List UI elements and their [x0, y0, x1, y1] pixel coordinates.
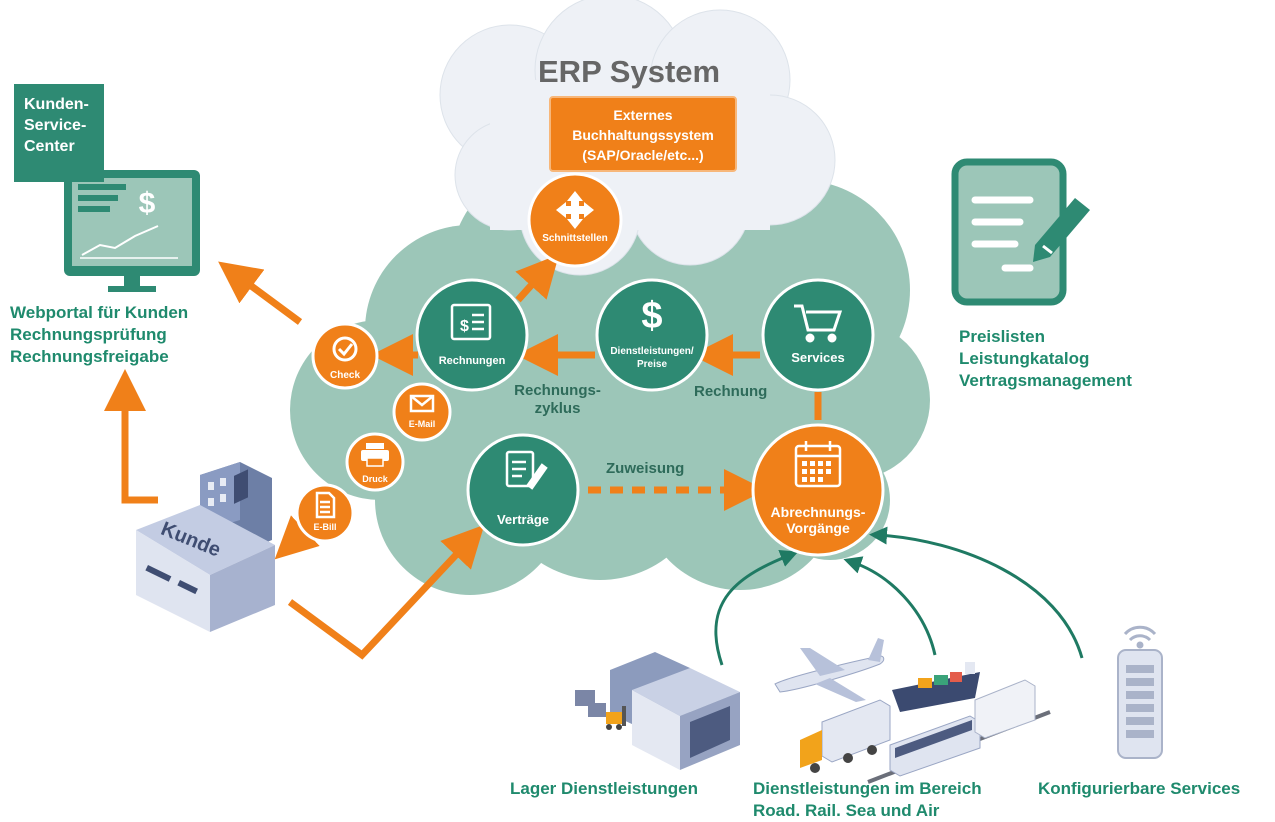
erp-box-line: Buchhaltungssystem: [572, 127, 714, 143]
konfig-caption: Konfigurierbare Services: [1038, 779, 1241, 798]
schnittstellen-node: [527, 172, 623, 268]
green-flow-arrows: [714, 526, 1084, 666]
email-node: [392, 382, 452, 442]
arrow-rechnungen-to-schnittstellen: [515, 254, 560, 303]
check-icon: [332, 336, 358, 362]
services-node: [761, 278, 875, 392]
kunden-service-line: Center: [24, 138, 75, 155]
erp-system-title: ERP System: [538, 54, 721, 89]
webportal-line: Rechnungsprüfung: [10, 325, 167, 344]
ship-illustration: [892, 662, 980, 712]
arrow-lager-to-abrechnung: [714, 549, 799, 666]
check-node: [311, 322, 379, 390]
invoice-icon: $: [450, 303, 492, 341]
orange-flow-arrows: [104, 254, 822, 660]
arrow-check-to-webportal: [218, 261, 303, 325]
svg-text:$: $: [460, 318, 469, 335]
dienstleistungen-label-line: Dienstleistungen/: [610, 346, 694, 357]
forklift-icon: [606, 706, 626, 730]
kunden-service-center-box: Kunden- Service- Center: [14, 84, 104, 182]
schnittstellen-label: Schnittstellen: [542, 233, 608, 244]
price-list-document-icon: [951, 158, 1090, 306]
check-label: Check: [329, 370, 360, 381]
abrechnung-node: [751, 423, 885, 557]
arrow-kunde-to-vertraege: [287, 524, 485, 660]
contract-icon: [505, 450, 548, 490]
wifi-icon: [1123, 625, 1157, 649]
dollar-icon: $: [139, 187, 156, 220]
dienstleistungen-label: Dienstleistungen/ Preise: [600, 345, 704, 371]
rechnungszyklus-label: Rechnungs- zyklus: [510, 382, 605, 418]
vertraege-node: [466, 433, 580, 547]
dollar-icon: $: [641, 295, 662, 337]
abrechnung-label-line: Vorgänge: [786, 520, 850, 536]
ebill-node: [295, 483, 355, 543]
document-icon: [315, 491, 336, 519]
preislisten-line: Preislisten: [959, 327, 1045, 346]
dienstleistungen-label-line: Preise: [636, 359, 668, 370]
rechnungszyklus-line: Rechnungs-: [514, 382, 601, 399]
lager-building-illustration: [575, 652, 740, 770]
preislisten-text: Preislisten Leistungkatalog Vertragsmana…: [959, 326, 1132, 392]
truck-illustration: [800, 699, 891, 773]
printer-icon: [361, 443, 389, 467]
arrow-kunde-to-webportal: [104, 369, 158, 504]
calendar-icon: [794, 441, 842, 488]
phone-illustration: [1117, 625, 1163, 759]
zuweisung-label: Zuweisung: [606, 460, 685, 477]
move-arrows-icon: [556, 191, 594, 229]
lager-caption: Lager Dienstleistungen: [510, 779, 698, 798]
erp-box-line: Externes: [613, 107, 673, 123]
road-rail-caption: Dienstleistungen im Bereich Road. Rail. …: [753, 778, 982, 822]
train-illustration: [867, 679, 1051, 784]
kunden-service-line: Kunden-: [24, 96, 89, 113]
erp-box-line: (SAP/Oracle/etc...): [582, 147, 704, 163]
email-label: E-Mail: [408, 419, 436, 429]
arrow-transport-to-abrechnung: [843, 556, 937, 656]
druck-node: [345, 432, 405, 492]
ebill-label: E-Bill: [313, 522, 337, 532]
rechnung-label: Rechnung: [694, 383, 768, 400]
abrechnung-label: Abrechnungs- Vorgänge: [758, 504, 878, 536]
dienstleistungen-node: $: [595, 278, 709, 392]
kunde-building-illustration: Kunde: [136, 462, 275, 632]
preislisten-line: Leistungkatalog: [959, 349, 1090, 368]
webportal-line: Webportal für Kunden: [10, 303, 189, 322]
rechnungszyklus-line: zyklus: [534, 400, 581, 417]
mail-icon: [409, 394, 435, 413]
webportal-line: Rechnungsfreigabe: [10, 347, 169, 366]
road-rail-caption-line: Road. Rail. Sea und Air: [753, 801, 940, 820]
external-accounting-box: Externes Buchhaltungssystem (SAP/Oracle/…: [549, 96, 737, 172]
pallet-icons: [575, 690, 606, 717]
airplane-illustration: [774, 638, 885, 702]
monitor-illustration: $: [64, 170, 200, 292]
services-label: Services: [791, 350, 845, 365]
vertraege-label: Verträge: [496, 512, 550, 527]
preislisten-line: Vertragsmanagement: [959, 371, 1132, 390]
arrow-konfig-to-abrechnung: [869, 526, 1084, 659]
road-rail-caption-line: Dienstleistungen im Bereich: [753, 779, 982, 798]
cart-icon: [794, 304, 843, 343]
druck-label: Druck: [362, 474, 388, 484]
webportal-text: Webportal für Kunden Rechnungsprüfung Re…: [10, 302, 188, 368]
abrechnung-label-line: Abrechnungs-: [770, 504, 866, 520]
kunden-service-line: Service-: [24, 117, 87, 134]
rechnungen-node: $: [415, 278, 529, 392]
rechnungen-label: Rechnungen: [438, 355, 506, 367]
